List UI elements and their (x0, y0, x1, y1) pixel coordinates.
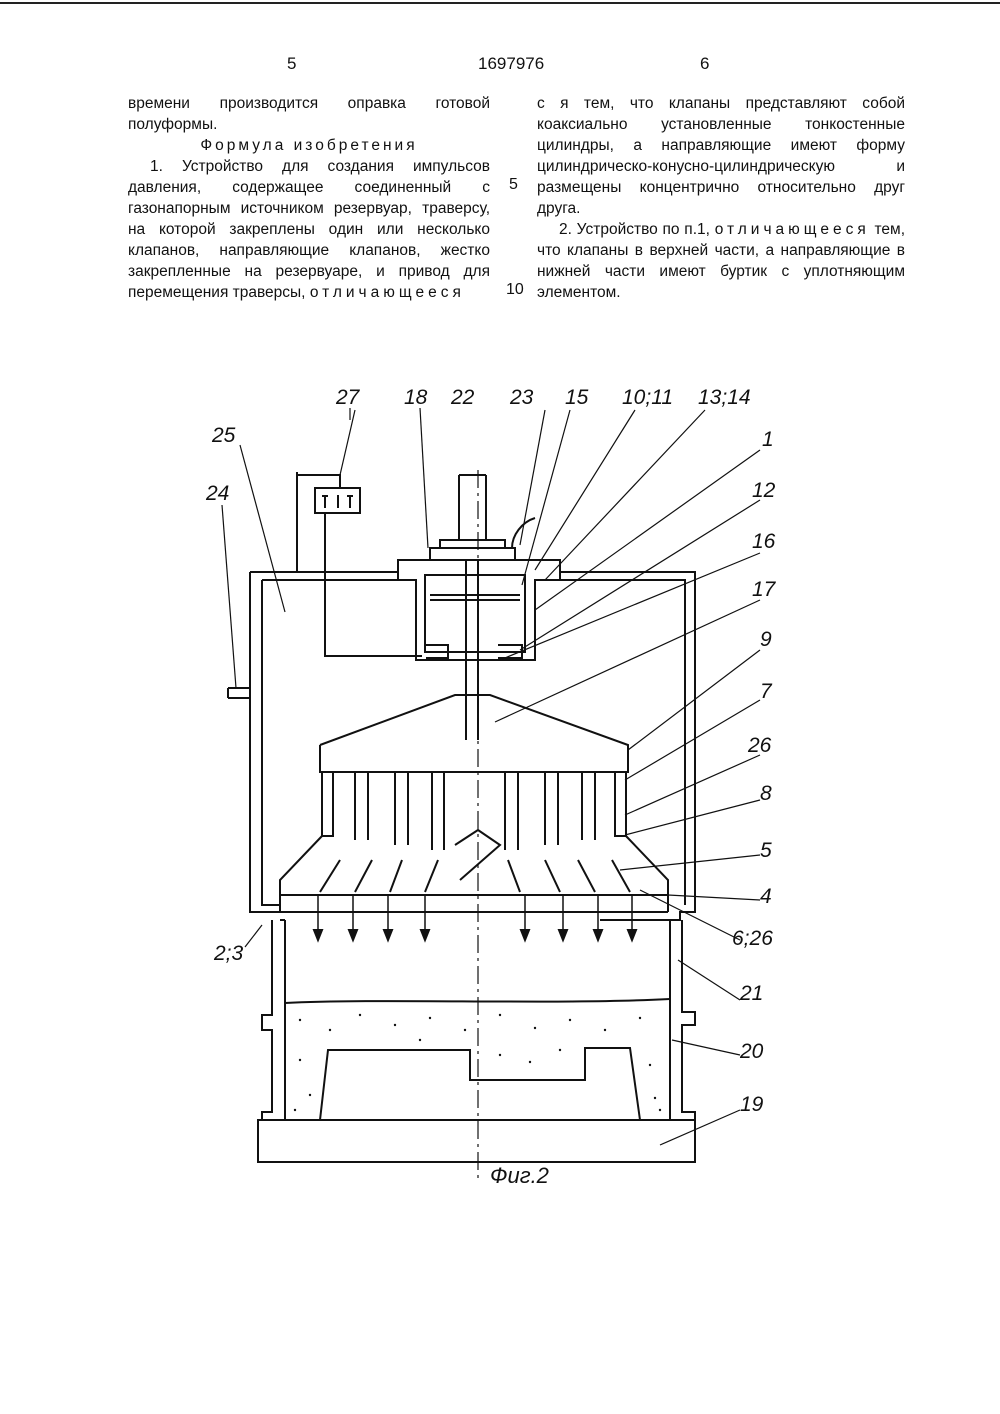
label-15: 15 (565, 386, 589, 409)
label-13-14: 13;14 (698, 386, 751, 409)
label-17: 17 (752, 578, 777, 601)
label-4: 4 (760, 885, 772, 908)
label-1: 1 (762, 428, 774, 451)
label-19: 19 (740, 1093, 764, 1116)
label-7: 7 (760, 680, 773, 703)
label-27: 27 (335, 386, 361, 409)
label-9: 9 (760, 628, 772, 651)
label-16: 16 (752, 530, 776, 553)
label-24: 24 (205, 482, 229, 505)
label-12: 12 (752, 479, 776, 502)
label-10-11: 10;11 (622, 386, 673, 409)
label-8: 8 (760, 782, 772, 805)
label-5: 5 (760, 839, 772, 862)
label-21: 21 (739, 982, 763, 1005)
label-6-26: 6;26 (732, 927, 773, 950)
label-22: 22 (450, 386, 475, 409)
label-18: 18 (404, 386, 428, 409)
label-23: 23 (509, 386, 534, 409)
label-26: 26 (747, 734, 772, 757)
label-25: 25 (211, 424, 236, 447)
label-2-3: 2;3 (213, 942, 244, 965)
figure-caption: Фиг.2 (490, 1163, 549, 1188)
label-20: 20 (739, 1040, 764, 1063)
